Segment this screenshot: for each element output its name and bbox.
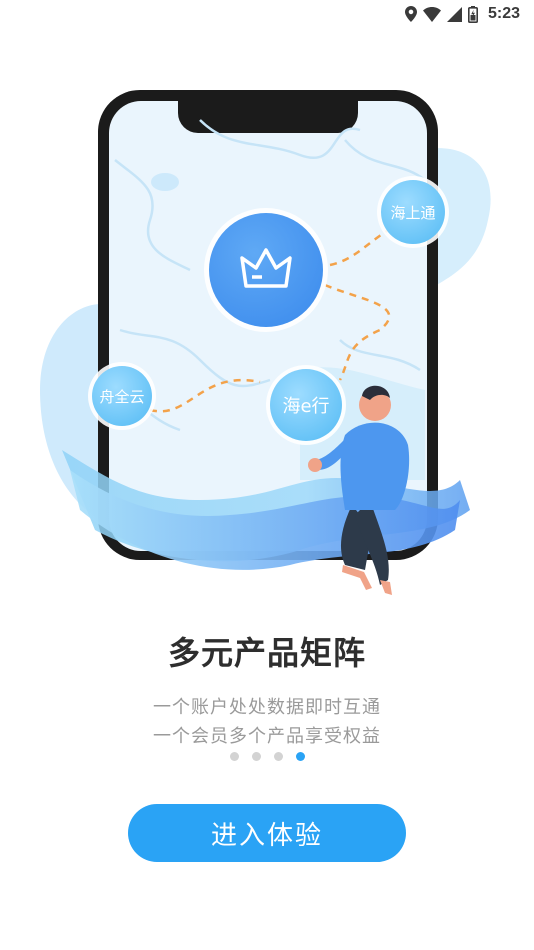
bubble-center-label: 海e行 [282, 396, 329, 417]
page-title: 多元产品矩阵 [167, 634, 366, 672]
person-illustration [308, 385, 410, 595]
enter-button[interactable]: 进入体验 [128, 804, 406, 862]
pagination-dots [0, 752, 534, 761]
crown-icon [240, 248, 292, 288]
phone-notch [178, 101, 358, 133]
map-lake [151, 173, 179, 191]
pagination-dot [229, 752, 239, 761]
onboarding-illustration: 海上通 舟全云 海e行 [40, 90, 491, 595]
center-circle [209, 213, 323, 327]
subtitle-line-1: 一个账户处处数据即时互通 [153, 697, 381, 718]
bubble-left: 舟全云 [88, 362, 156, 430]
bubble-center: 海e行 [266, 365, 346, 445]
pagination-dot [251, 752, 261, 761]
status-icons: 5:23 [404, 4, 520, 24]
signal-icon [446, 6, 462, 22]
location-icon [404, 6, 417, 22]
status-bar: 5:23 [0, 0, 534, 28]
subtitle-line-2: 一个会员多个产品享受权益 [153, 726, 381, 747]
pagination-dot-active [295, 752, 305, 761]
status-time: 5:23 [487, 5, 520, 22]
bubble-top-right-label: 海上通 [390, 204, 435, 222]
bubble-top-right: 海上通 [377, 176, 449, 248]
battery-icon [467, 5, 478, 23]
wifi-icon [422, 6, 441, 22]
pagination-dot [273, 752, 283, 761]
bubble-left-label: 舟全云 [99, 388, 144, 406]
